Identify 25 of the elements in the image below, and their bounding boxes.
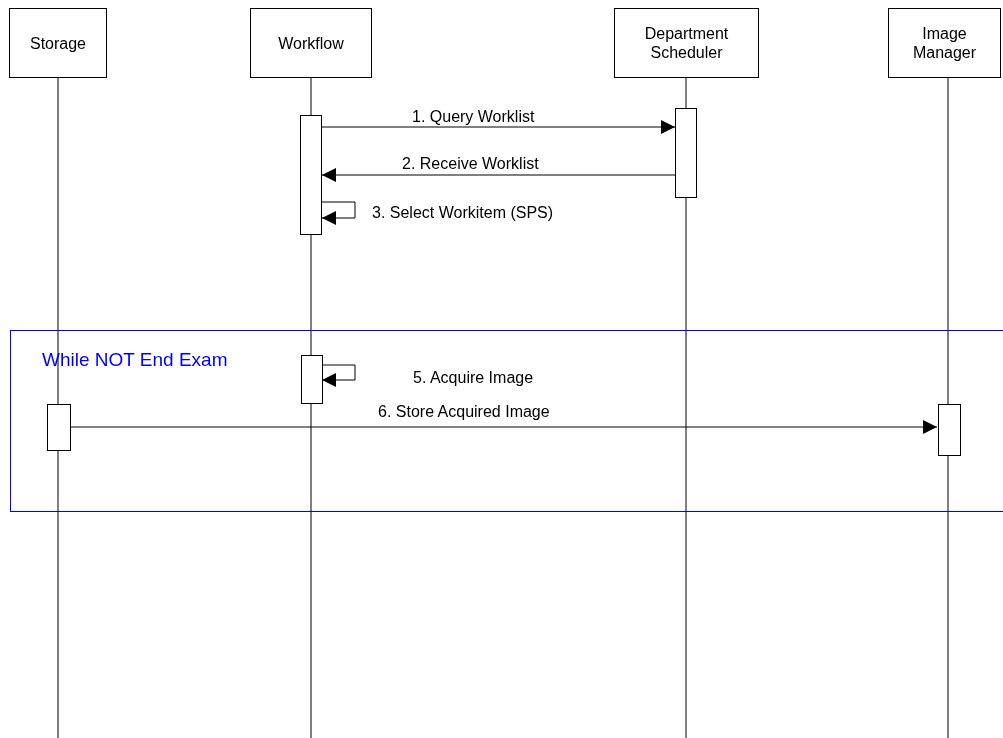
- message-arrow: [321, 201, 356, 225]
- participant-name: Department Scheduler: [643, 24, 730, 62]
- participant-box: [250, 8, 372, 78]
- message-label: 2. Receive Worklist: [402, 155, 539, 173]
- participant-box: [614, 8, 759, 78]
- message-arrow: [69, 420, 938, 434]
- message-arrow: [321, 120, 676, 134]
- loop-condition: While NOT End Exam: [42, 349, 228, 371]
- message-label: 6. Store Acquired Image: [378, 403, 550, 421]
- activation-bar: [301, 355, 323, 404]
- participant-box: [888, 8, 1001, 78]
- participant-name: Storage: [29, 33, 86, 53]
- activation-bar: [300, 115, 322, 235]
- message-arrow: [321, 168, 676, 182]
- participant-name: Image Manager: [911, 24, 978, 62]
- activation-bar: [47, 404, 71, 451]
- loop-frame: [10, 330, 1003, 512]
- message-label: 5. Acquire Image: [413, 369, 534, 387]
- participant-box: [9, 8, 107, 78]
- message-label: 3. Select Workitem (SPS): [372, 204, 554, 222]
- activation-bar: [675, 108, 697, 198]
- activation-bar: [938, 404, 961, 456]
- message-arrow: [321, 364, 356, 387]
- participant-name: Workflow: [278, 33, 344, 53]
- message-label: 1. Query Worklist: [412, 108, 535, 126]
